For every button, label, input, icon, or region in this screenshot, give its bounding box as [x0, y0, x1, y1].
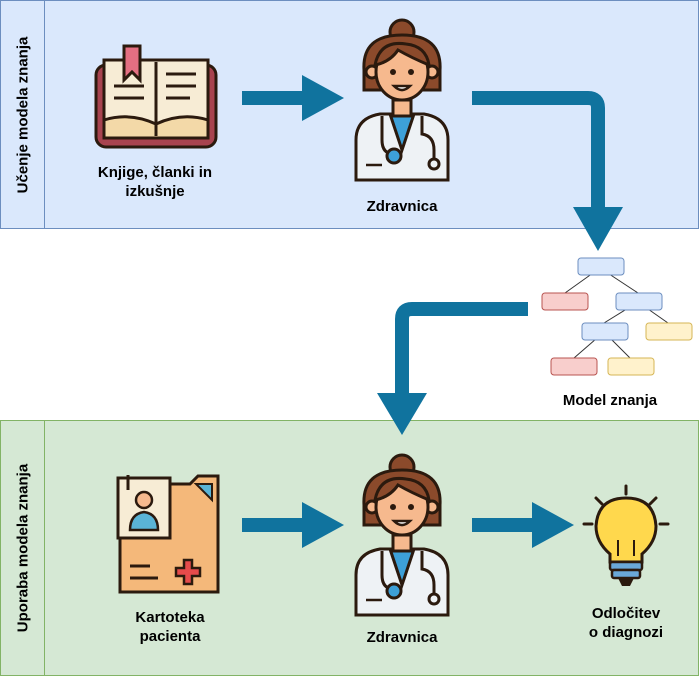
book-icon: [94, 44, 218, 149]
doctor-icon: [354, 453, 450, 617]
patient-folder-icon: [116, 474, 220, 594]
doctor-bottom-caption: Zdravnica: [366, 629, 438, 646]
books-caption: Knjige, članki in izkušnje: [70, 163, 240, 201]
decision-caption: Odločitev o diagnozi: [560, 604, 692, 642]
usage-section: Uporaba modela znanja: [0, 420, 699, 676]
arrow-books-to-doctor: [242, 75, 344, 121]
doctor-top-caption: Zdravnica: [366, 198, 438, 215]
decision-caption-line2: o diagnozi: [588, 624, 664, 641]
arrow-file-to-doctor: [242, 502, 344, 548]
doctor-icon: [354, 18, 450, 182]
arrow-doctor-to-model: [472, 91, 623, 251]
patient-file-caption-line1: Kartoteka: [135, 609, 205, 626]
light-bulb-icon: [582, 484, 670, 586]
decision-tree-icon: [541, 257, 693, 376]
books-caption-line1: Knjige, članki in: [97, 164, 213, 181]
books-caption-line2: izkušnje: [125, 183, 185, 200]
learning-section-label: Učenje modela znanja: [1, 1, 45, 228]
patient-file-caption: Kartoteka pacienta: [100, 608, 240, 646]
usage-section-label: Uporaba modela znanja: [1, 421, 45, 675]
patient-file-caption-line2: pacienta: [139, 628, 201, 645]
decision-caption-line1: Odločitev: [591, 605, 661, 622]
arrow-doctor-to-decision: [472, 502, 574, 548]
model-caption: Model znanja: [562, 392, 658, 409]
arrow-model-to-doctor: [377, 302, 528, 435]
